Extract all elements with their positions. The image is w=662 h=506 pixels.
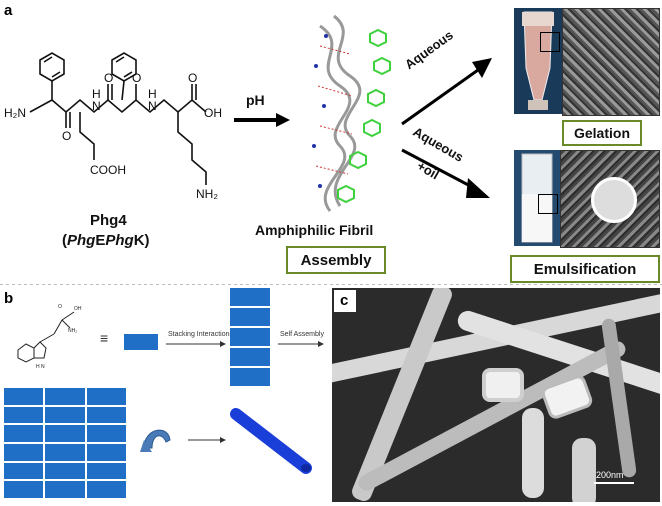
fibril-label: Amphiphilic Fibril <box>255 222 374 238</box>
gel-sem-image <box>562 8 660 116</box>
molecule-sequence: (PhgEPhgK) <box>62 232 150 249</box>
assembly-box: Assembly <box>286 246 386 274</box>
svg-text:H N: H N <box>36 364 45 370</box>
self-assembly-label: Self Assembly <box>280 331 324 338</box>
panel-c-letter: c <box>340 292 349 309</box>
fibril-model <box>312 14 391 212</box>
stacking-arrow <box>166 341 226 347</box>
atom-h2n: H₂N <box>4 106 26 120</box>
phg4-structure: H₂N H N H N O O O O OH COOH NH₂ <box>4 52 222 200</box>
svg-text:O: O <box>58 304 62 310</box>
stacking-label: Stacking Interactions <box>168 331 233 338</box>
tryptophan-structure: OH O NH₂ H N <box>17 304 82 370</box>
atom-nh1-h: H <box>92 87 101 101</box>
emulsion-sem-image <box>560 150 660 248</box>
roll-arrow <box>188 437 226 443</box>
atom-o2: O <box>104 71 113 85</box>
atom-cooh: COOH <box>90 163 126 177</box>
self-assembly-arrow <box>278 341 324 347</box>
panel-a-letter: a <box>4 2 13 19</box>
nanotube-model <box>230 408 312 474</box>
atom-nh2-h: H <box>148 87 157 101</box>
atom-o1: O <box>62 129 71 143</box>
atom-nh1-n: N <box>92 99 101 113</box>
molecule-name: Phg4 <box>90 212 127 229</box>
ph-arrow <box>234 113 290 127</box>
emulsification-box: Emulsification <box>510 255 660 283</box>
ph-label: pH <box>246 92 265 108</box>
atom-nh2: NH₂ <box>196 187 218 200</box>
nanotube-sem-image <box>332 288 660 502</box>
equivalence-sign: ≡ <box>100 330 109 346</box>
scale-bar <box>594 482 634 484</box>
stacked-blocks <box>230 288 270 398</box>
block-sheet <box>4 388 126 498</box>
atom-o4: O <box>188 71 197 85</box>
panel-divider <box>0 284 662 285</box>
svg-text:OH: OH <box>74 306 82 312</box>
atom-oh: OH <box>204 106 222 120</box>
emulsion-vial-photo <box>514 150 560 246</box>
gelation-box: Gelation <box>562 120 642 146</box>
branch-arrows <box>401 58 492 198</box>
emulsion-zoom-box <box>538 194 558 214</box>
gel-vial-photo <box>514 8 562 114</box>
atom-nh2-n: N <box>148 99 157 113</box>
roll-up-arrow-icon <box>140 429 171 452</box>
gel-zoom-box <box>540 32 560 52</box>
atom-o3: O <box>132 71 141 85</box>
monomer-block <box>124 334 158 350</box>
svg-text:NH₂: NH₂ <box>68 328 77 334</box>
scale-bar-label: 200nm <box>596 470 624 480</box>
panel-b-letter: b <box>4 290 14 307</box>
